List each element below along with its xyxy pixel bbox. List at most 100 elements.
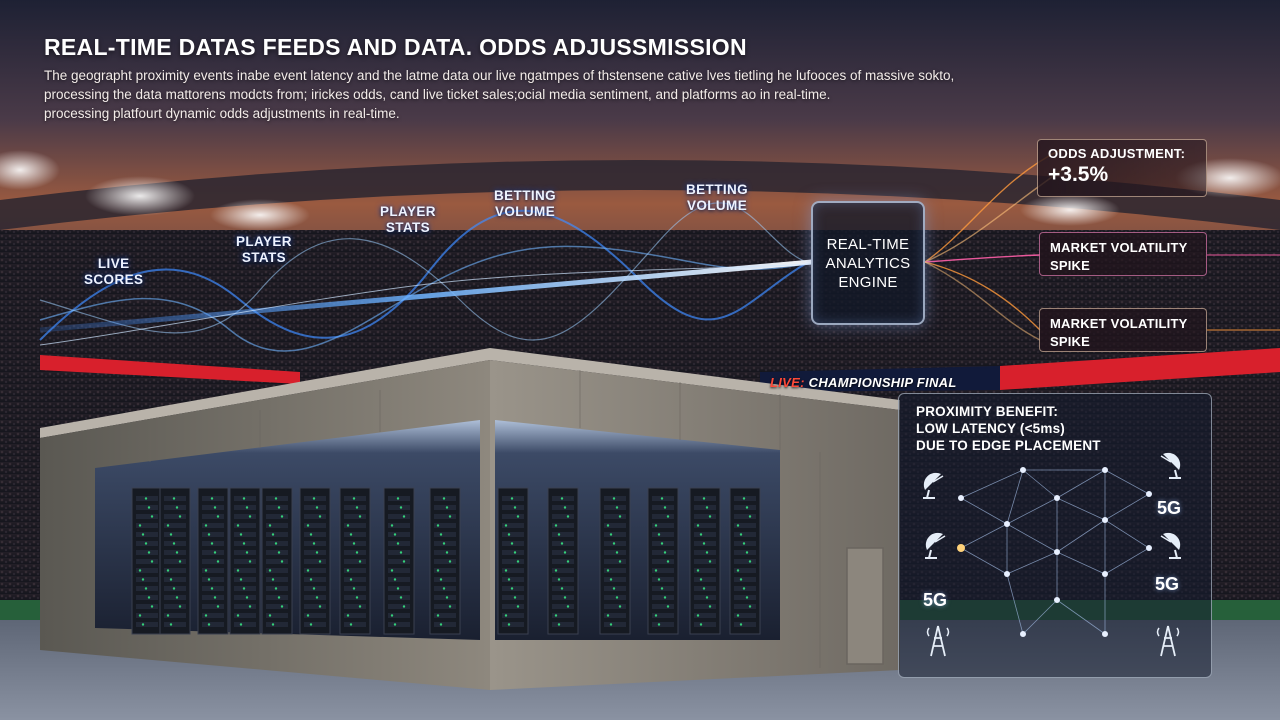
server-led (442, 587, 446, 590)
server-unit (234, 613, 256, 618)
server-led (399, 551, 403, 554)
server-unit (304, 523, 326, 528)
server-unit (434, 577, 456, 582)
server-led (349, 578, 353, 581)
server-unit (694, 532, 716, 537)
server-led (702, 497, 706, 500)
server-led (248, 560, 252, 563)
server-unit (136, 568, 158, 573)
server-led (242, 587, 246, 590)
server-led (150, 605, 154, 608)
feed-label-text: BETTING VOLUME (494, 188, 557, 219)
server-led (147, 506, 151, 509)
server-led (399, 506, 403, 509)
server-led (216, 605, 220, 608)
server-unit (344, 559, 366, 564)
server-unit (552, 550, 574, 555)
server-led (557, 578, 561, 581)
network-node-icon (1102, 517, 1108, 523)
server-unit (502, 523, 524, 528)
server-led (141, 533, 145, 536)
server-led (402, 605, 406, 608)
odds-adjustment-title: ODDS ADJUSTMENT: (1048, 146, 1186, 161)
server-led (271, 623, 275, 626)
server-led (566, 560, 570, 563)
server-led (355, 596, 359, 599)
server-led (236, 524, 240, 527)
satellite-dish-icon (1160, 452, 1181, 479)
proximity-benefit-text: PROXIMITY BENEFIT: LOW LATENCY (<5ms) DU… (916, 403, 1101, 454)
server-unit (694, 613, 716, 618)
server-unit (734, 622, 756, 627)
server-led (696, 569, 700, 572)
server-unit (136, 550, 158, 555)
server-led (696, 614, 700, 617)
feed-label-text: PLAYER STATS (236, 234, 292, 265)
server-led (609, 623, 613, 626)
network-node-icon (1004, 571, 1010, 577)
server-unit (604, 604, 626, 609)
server-led (144, 587, 148, 590)
server-unit (502, 505, 524, 510)
event-banner (40, 348, 1280, 392)
server-unit (552, 613, 574, 618)
server-led (390, 569, 394, 572)
server-led (169, 533, 173, 536)
server-unit (694, 559, 716, 564)
server-led (748, 515, 752, 518)
server-unit (604, 559, 626, 564)
server-led (557, 623, 561, 626)
server-led (358, 560, 362, 563)
server-unit (502, 514, 524, 519)
server-unit (164, 613, 186, 618)
server-led (566, 605, 570, 608)
server-led (504, 524, 508, 527)
server-led (248, 515, 252, 518)
server-led (242, 497, 246, 500)
server-unit (604, 568, 626, 573)
server-led (510, 497, 514, 500)
server-unit (304, 613, 326, 618)
server-unit (604, 622, 626, 627)
server-led (245, 596, 249, 599)
proximity-line: DUE TO EDGE PLACEMENT (916, 438, 1101, 453)
feed-label-text: BETTING VOLUME (686, 182, 749, 213)
server-led (745, 506, 749, 509)
cell-tower-icon (926, 625, 950, 657)
network-link (1006, 573, 1024, 635)
server-led (708, 515, 712, 518)
server-unit (434, 595, 456, 600)
server-unit (552, 532, 574, 537)
server-led (277, 596, 281, 599)
server-led (705, 506, 709, 509)
server-unit (652, 532, 674, 537)
server-unit (344, 577, 366, 582)
server-led (615, 596, 619, 599)
server-led (213, 596, 217, 599)
server-led (175, 506, 179, 509)
server-led (144, 497, 148, 500)
server-led (207, 578, 211, 581)
server-unit (388, 559, 410, 564)
network-node-icon (1102, 631, 1108, 637)
server-led (739, 533, 743, 536)
server-led (393, 623, 397, 626)
server-led (742, 542, 746, 545)
server-led (355, 506, 359, 509)
server-led (242, 542, 246, 545)
server-led (504, 569, 508, 572)
server-unit (202, 505, 224, 510)
server-unit (434, 523, 456, 528)
server-led (445, 506, 449, 509)
server-led (178, 515, 182, 518)
server-led (560, 587, 564, 590)
server-led (150, 560, 154, 563)
server-led (274, 497, 278, 500)
server-led (172, 497, 176, 500)
server-led (439, 578, 443, 581)
server-led (306, 614, 310, 617)
server-led (309, 623, 313, 626)
server-led (702, 542, 706, 545)
server-led (312, 497, 316, 500)
server-led (396, 542, 400, 545)
